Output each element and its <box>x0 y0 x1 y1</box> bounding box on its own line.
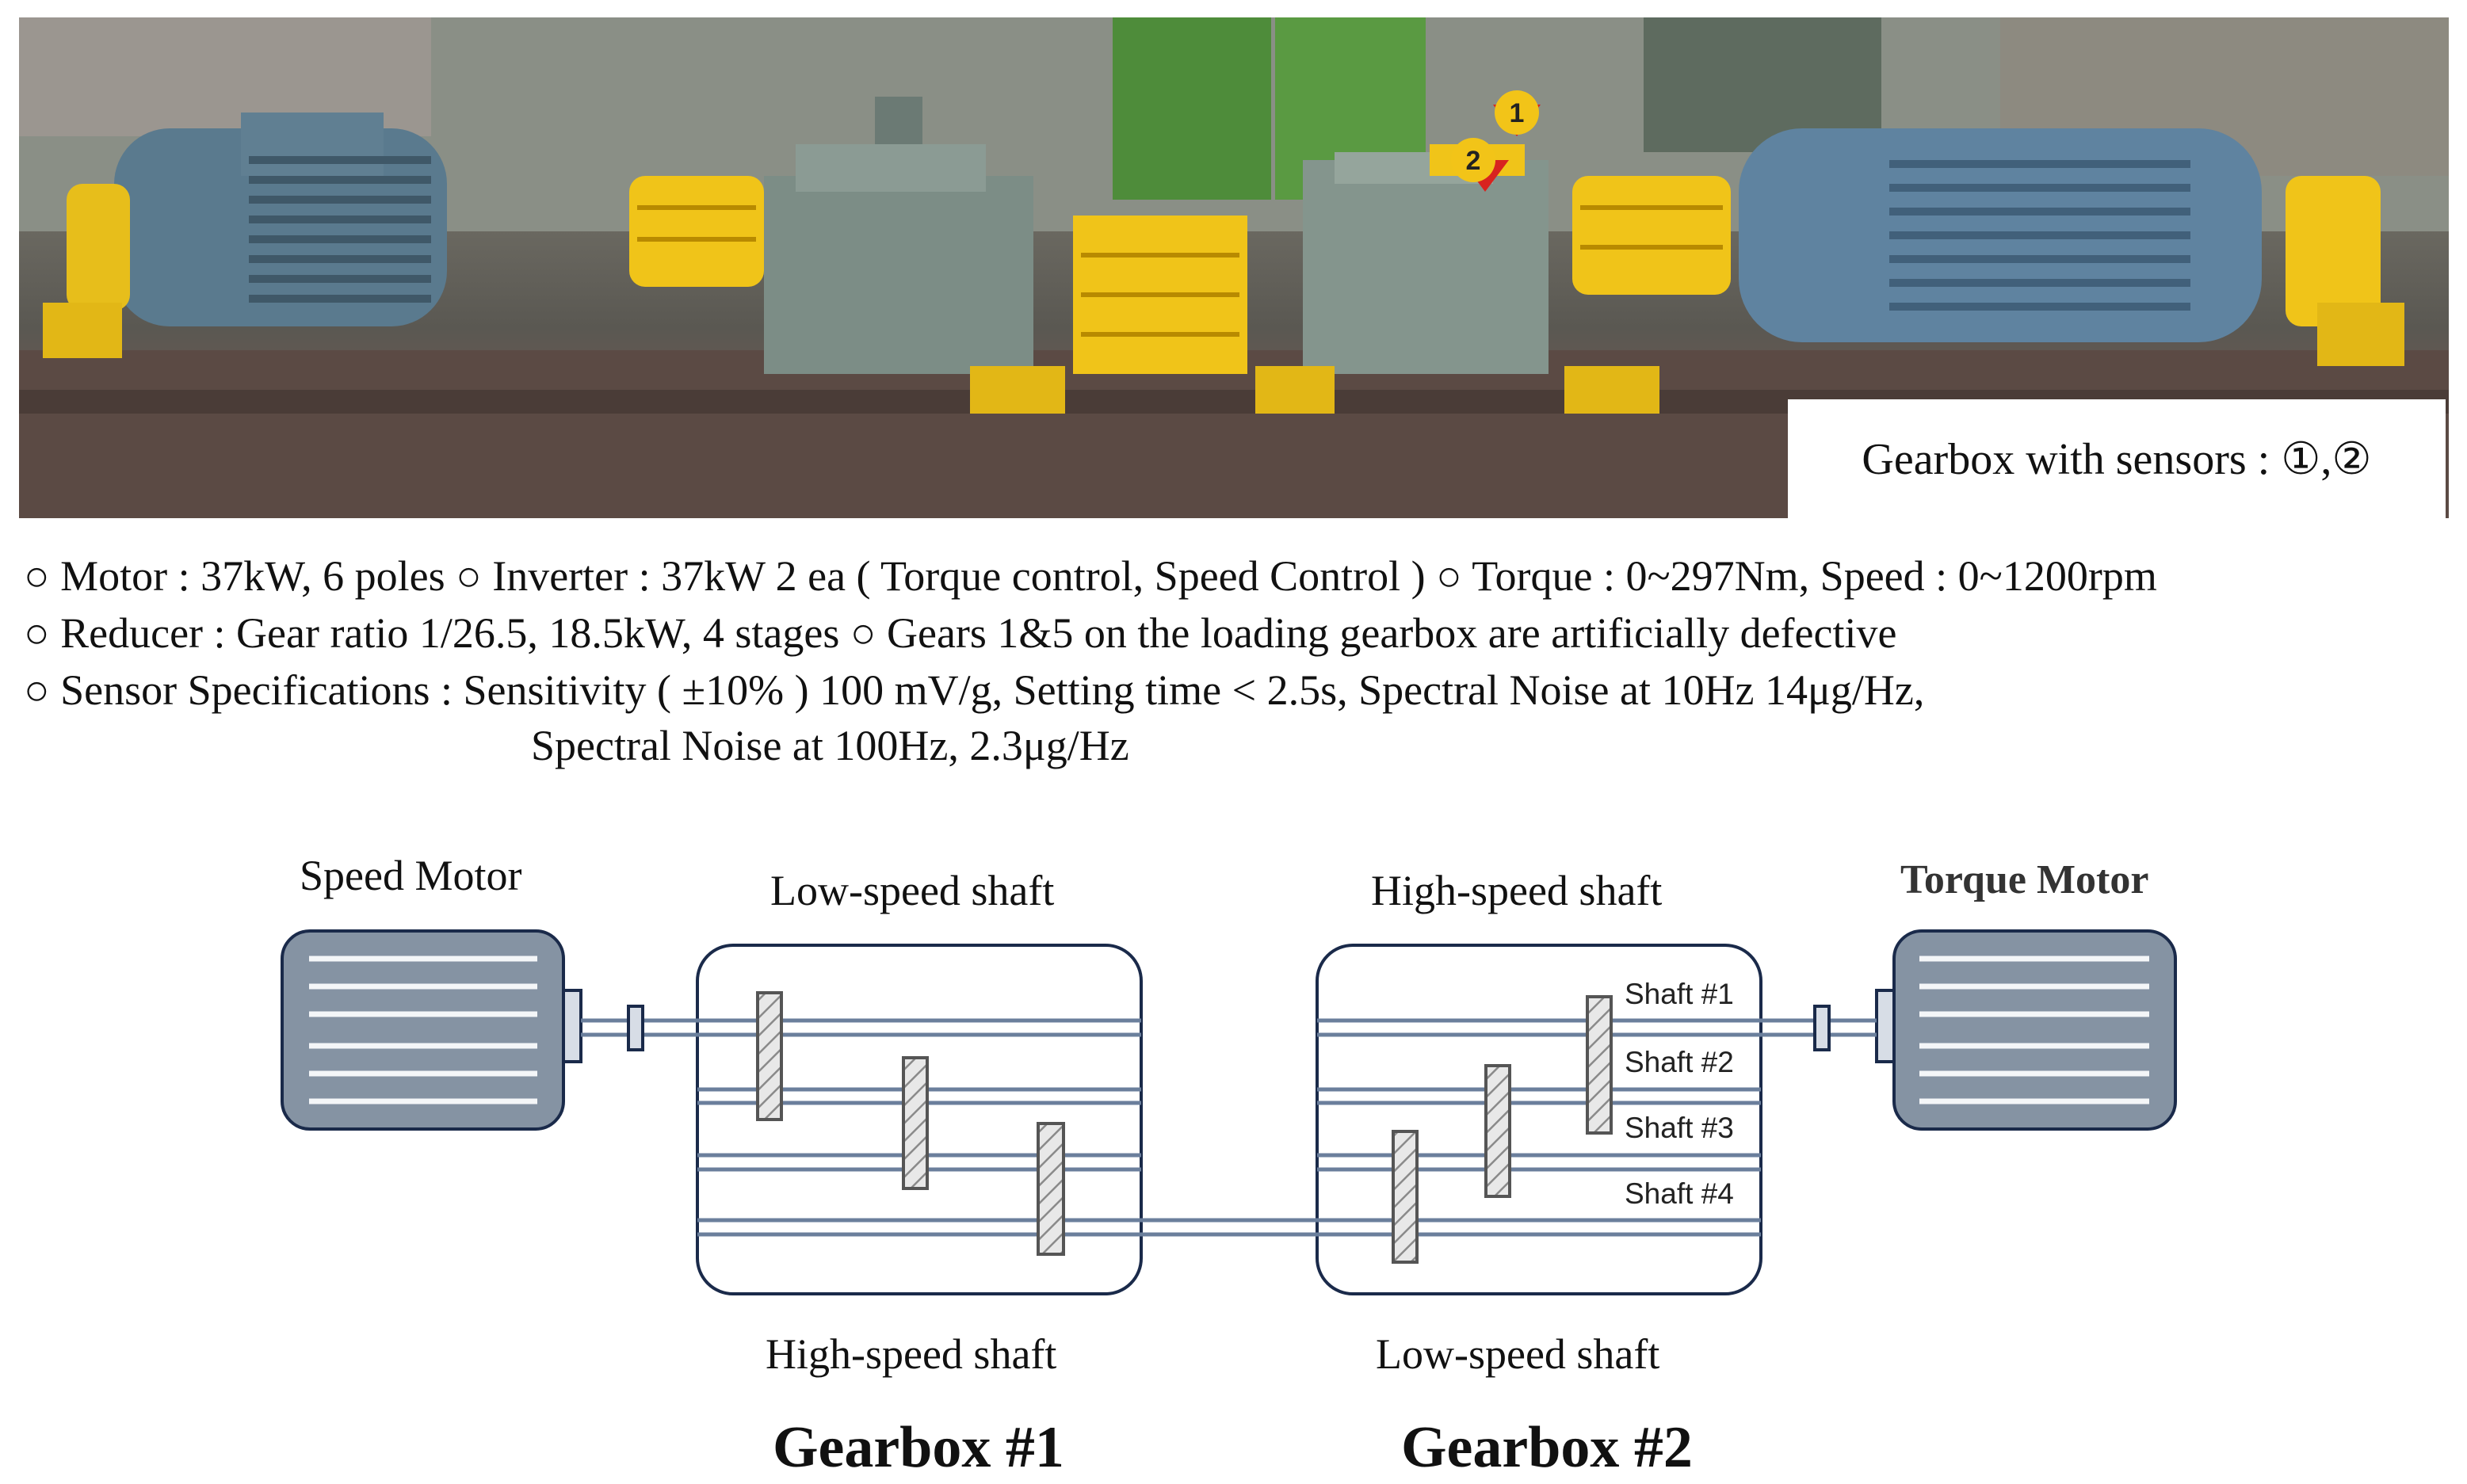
spec-line-reducer: ○ Reducer : Gear ratio 1/26.5, 18.5kW, 4… <box>24 609 1897 657</box>
spec-line-sensor-cont: Spectral Noise at 100Hz, 2.3μg/Hz <box>531 722 1129 769</box>
coupling-left <box>627 1005 644 1051</box>
shaft-label-4: Shaft #4 <box>1625 1177 1734 1210</box>
torque-motor-label: Torque Motor <box>1900 857 2149 902</box>
gearbox2-title: Gearbox #2 <box>1401 1415 1693 1480</box>
gearbox1-photo <box>764 97 1033 374</box>
gearbox1-top-label: Low-speed shaft <box>770 867 1055 914</box>
gearbox1-gears <box>756 991 1065 1256</box>
gearbox2-photo <box>1303 144 1549 374</box>
sensor-marker-1: 1 <box>1493 90 1541 136</box>
sensor-marker-2: 2 <box>1451 138 1509 192</box>
gearbox2-housing <box>1316 944 1762 1295</box>
svg-text:2: 2 <box>1466 146 1481 176</box>
spec-line-motor: ○ Motor : 37kW, 6 poles ○ Inverter : 37k… <box>24 552 2157 600</box>
photo-caption: Gearbox with sensors : ①,② <box>1788 399 2446 518</box>
gearbox2-gears <box>1392 995 1613 1264</box>
shaft-label-3: Shaft #3 <box>1625 1112 1734 1144</box>
svg-text:1: 1 <box>1510 98 1525 128</box>
gearbox1-bottom-label: High-speed shaft <box>766 1330 1057 1378</box>
left-motor-photo <box>67 113 447 326</box>
test-rig-illustration: 1 2 <box>19 17 2449 518</box>
shaft-label-2: Shaft #2 <box>1625 1046 1734 1078</box>
spec-line-sensor: ○ Sensor Specifications : Sensitivity ( … <box>24 666 1925 714</box>
right-motor-photo <box>1739 128 2262 342</box>
coupling-right <box>1813 1005 1831 1051</box>
gearbox2-bottom-label: Low-speed shaft <box>1376 1330 1660 1378</box>
speed-motor-label: Speed Motor <box>300 852 522 899</box>
test-rig-photo: 1 2 Gearbox with sensors : ①,② <box>19 17 2449 518</box>
gearbox2-top-label: High-speed shaft <box>1371 867 1663 914</box>
torque-motor-block <box>1875 929 2177 1131</box>
shaft-label-1: Shaft #1 <box>1625 978 1734 1010</box>
speed-motor-block <box>281 929 582 1131</box>
gearbox1-title: Gearbox #1 <box>773 1415 1064 1480</box>
